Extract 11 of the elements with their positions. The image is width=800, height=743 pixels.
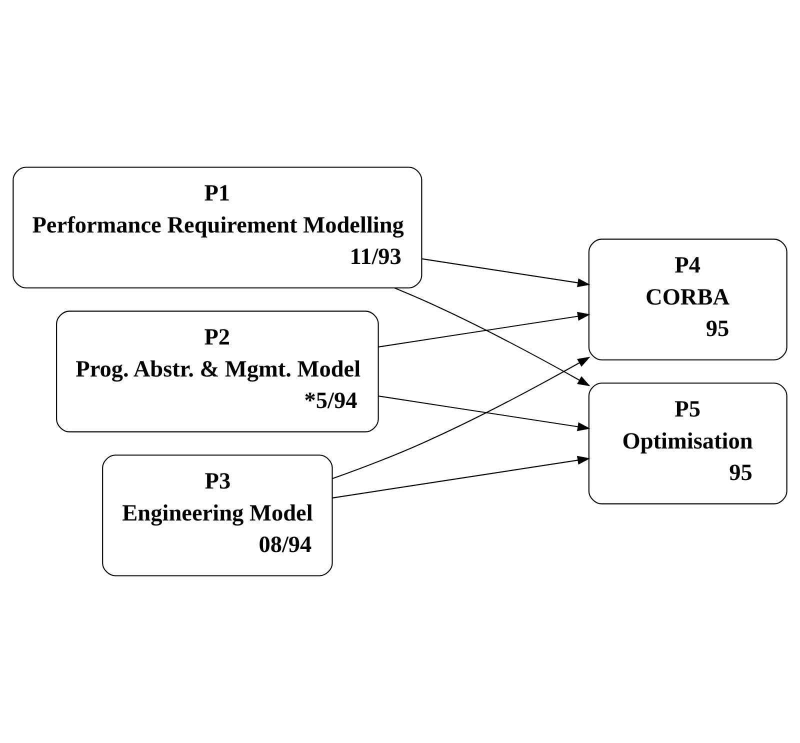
arrow <box>332 356 590 480</box>
arrow <box>378 312 590 348</box>
arrow <box>378 396 590 432</box>
node-box: P2 Prog. Abstr. & Mgmt. Model *5/94 <box>56 310 379 432</box>
arrow <box>394 288 590 386</box>
node-box: P4 CORBA 95 <box>588 238 788 360</box>
arrow <box>332 456 590 498</box>
node-box: P3 Engineering Model 08/94 <box>102 454 333 576</box>
arrow <box>422 258 590 288</box>
node-box: P5 Optimisation 95 <box>588 382 788 504</box>
node-box: P1 Performance Requirement Modelling 11/93 <box>12 166 422 288</box>
